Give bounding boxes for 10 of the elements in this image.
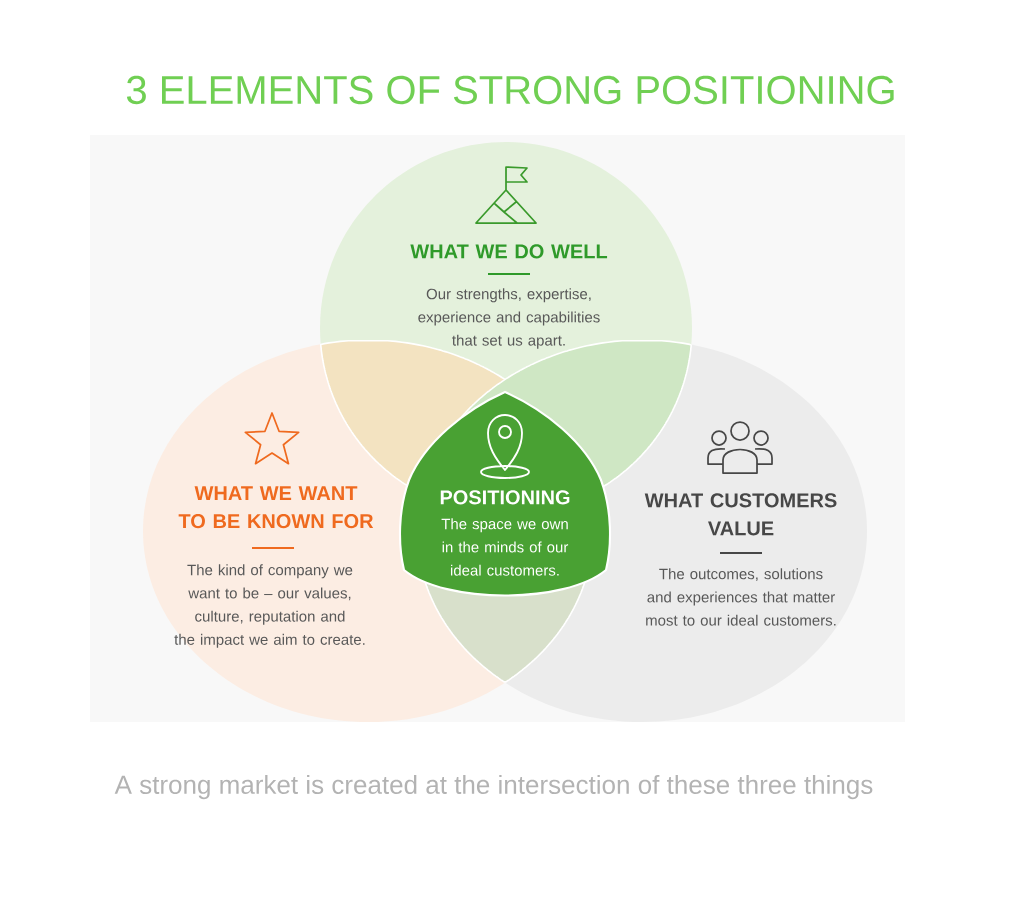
body-text: Our strengths, expertise, experience and capabilities that set us apart. bbox=[418, 288, 600, 349]
caption: A strong market is created at the intersection of these three things bbox=[114, 774, 873, 800]
body-text: The kind of company we want to be – our values, culture, reputation and the impact we aim to create. bbox=[174, 564, 365, 648]
heading: WHAT CUSTOMERS VALUE bbox=[644, 493, 837, 536]
body-text: The outcomes, solutions and experiences that matter most to our ideal customers. bbox=[646, 568, 836, 626]
heading: WHAT WE DO WELL bbox=[410, 244, 608, 259]
heading: POSITIONING bbox=[440, 490, 570, 505]
title: 3 ELEMENTS OF STRONG POSITIONING bbox=[126, 75, 894, 105]
body-text: The space we own in the minds of our ideal customers. bbox=[441, 518, 569, 576]
heading: WHAT WE WANT TO BE KNOWN FOR bbox=[178, 486, 374, 529]
